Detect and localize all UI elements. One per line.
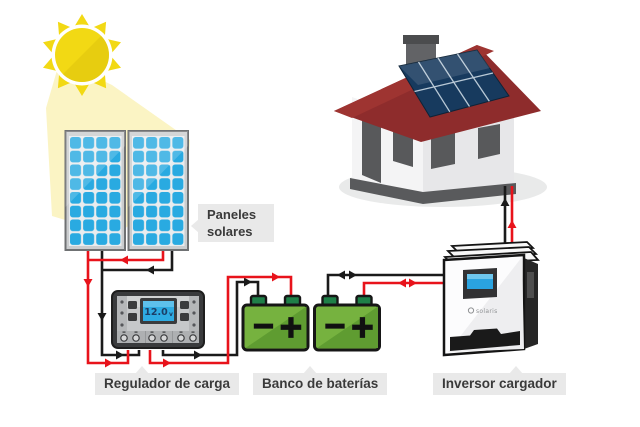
inverter-side-vent [527, 272, 534, 298]
house-window-left [393, 130, 413, 167]
sun-icon [43, 14, 121, 96]
solar-panel-2 [127, 130, 189, 251]
wire-battery-positive [148, 275, 293, 365]
battery-1-minus-symbol: − [252, 309, 275, 342]
label-pointer [303, 366, 317, 374]
battery-2-minus-symbol: − [323, 309, 346, 342]
house-window-right-2 [478, 124, 500, 159]
regulator-display-unit: v [169, 311, 173, 318]
battery-1-plus-symbol: + [278, 310, 303, 345]
label-pointer [509, 366, 523, 374]
inverter-charger: solaris [442, 241, 540, 357]
house-window-right-1 [431, 132, 455, 169]
inverter-display [463, 268, 497, 299]
house-chimney-cap [403, 35, 439, 44]
inverter-side-panel [524, 258, 538, 349]
wire-inverter-positive [362, 281, 446, 299]
battery-2: − + [313, 294, 381, 352]
label-text: Regulador de carga [104, 376, 231, 391]
label-text: Banco de baterías [262, 376, 379, 391]
regulator-display-value: 12.0 [144, 307, 168, 318]
regulator-terminals [117, 331, 199, 343]
house-door [362, 119, 381, 183]
house-base [350, 178, 516, 204]
label-text: Paneles solares [207, 207, 257, 240]
label-pointer [135, 366, 149, 374]
wires-negative [100, 186, 507, 357]
inverter-bottom-vent [450, 328, 520, 351]
wire-inverter-negative [326, 273, 446, 299]
solar-panel-1 [64, 130, 126, 251]
label-regulador-de-carga: Regulador de carga [95, 366, 240, 395]
inverter-brand-logo: solaris [467, 307, 498, 315]
wire-arrows-positive [83, 220, 517, 368]
regulator-display: 12.0 v [140, 298, 177, 324]
inverter-front-sheen [448, 257, 524, 352]
label-paneles-solares: Paneles solares [191, 204, 274, 243]
roof-solar-array [398, 49, 510, 118]
label-banco-de-baterias: Banco de baterías [253, 366, 388, 395]
charge-regulator: 12.0 v [111, 290, 205, 349]
regulator-buttons[interactable] [128, 301, 189, 321]
label-pointer [191, 219, 199, 233]
house [334, 35, 547, 207]
label-text: Inversor cargador [442, 376, 557, 391]
battery-2-plus-symbol: + [350, 310, 375, 345]
label-inversor-cargador: Inversor cargador [433, 366, 566, 395]
sun-shade [62, 35, 110, 83]
battery-1: − + [241, 294, 310, 352]
wire-battery-negative [161, 280, 260, 357]
inverter-brand-text: solaris [476, 308, 498, 315]
wire-arrows-negative [97, 198, 510, 360]
